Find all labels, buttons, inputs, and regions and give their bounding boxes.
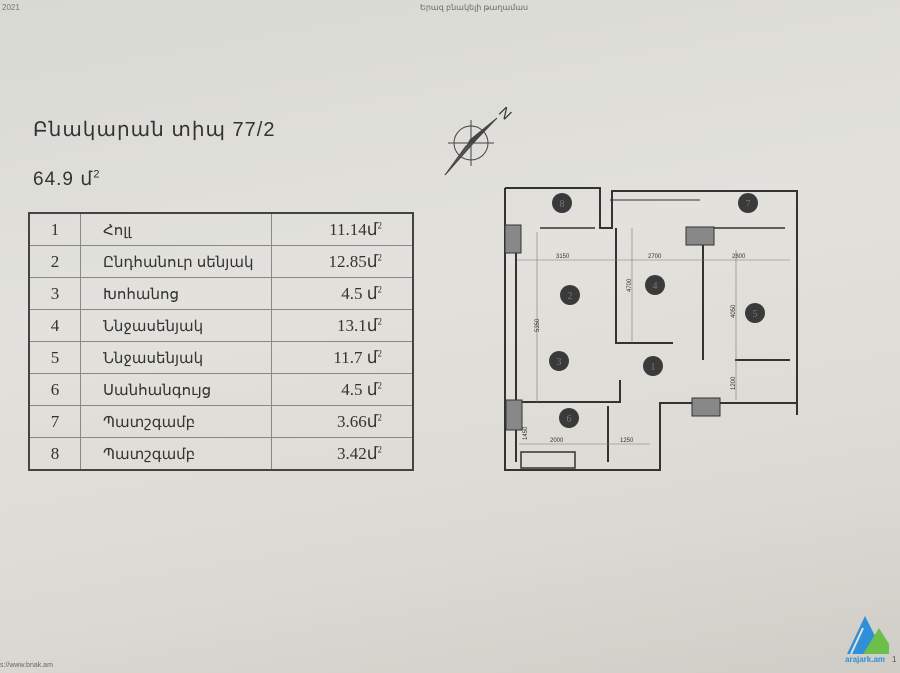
dim-1250: 1250 (620, 438, 634, 444)
table-row: 7 Պատշգամբ 3.66մ2 (28, 405, 414, 438)
room-marker-label: 2 (568, 291, 573, 302)
room-area-sup: 2 (377, 283, 383, 294)
compass-label: N (495, 104, 515, 124)
dim-4700: 4700 (627, 278, 633, 292)
room-area: 11.14մ2 (271, 212, 414, 246)
room-marker-4 (645, 275, 665, 295)
table-row: 4 Ննջասենյակ 13.1մ2 (28, 309, 414, 342)
room-area-value: 4.5 մ (341, 379, 378, 399)
room-area: 3.42մ2 (271, 437, 414, 471)
total-area: 64.9 մ2 (33, 168, 100, 191)
table-row: 1 Հոլլ 11.14մ2 (28, 212, 414, 246)
room-area: 11.7 մ2 (271, 341, 414, 374)
arajark-logo-icon (847, 616, 889, 655)
header-date: 2021 (2, 3, 20, 12)
room-area-sup: 2 (377, 315, 383, 326)
room-name: Ընդհանուր սենյակ (80, 245, 272, 278)
dim-3150: 3150 (556, 254, 570, 260)
dim-5350: 5350 (535, 318, 541, 332)
dim-2700: 2700 (648, 254, 662, 260)
room-marker-6 (559, 408, 579, 428)
room-marker-5 (745, 303, 765, 323)
room-markers: 1 2 3 4 5 6 7 8 (549, 193, 765, 428)
room-marker-label: 8 (560, 199, 565, 210)
room-area-sup: 2 (377, 411, 383, 422)
room-marker-1 (643, 356, 663, 376)
room-area: 4.5 մ2 (271, 277, 414, 310)
room-number: 2 (28, 245, 81, 278)
room-number: 6 (28, 373, 81, 406)
room-marker-label: 7 (746, 199, 751, 210)
room-area-value: 13.1մ (336, 315, 378, 335)
room-area-sup: 2 (377, 443, 383, 454)
room-name: Պատշգամբ (80, 405, 272, 438)
table-row: 5 Ննջասենյակ 11.7 մ2 (28, 341, 414, 374)
room-area-value: 3.66մ (336, 411, 378, 431)
room-number: 7 (28, 405, 81, 438)
total-area-value: 64.9 (33, 169, 74, 190)
room-marker-8 (552, 193, 572, 213)
room-marker-label: 3 (557, 357, 562, 368)
room-area: 4.5 մ2 (271, 373, 414, 406)
room-name: Ննջասենյակ (80, 309, 272, 342)
page-title: Բնակարան տիպ 77/2 (33, 119, 276, 141)
dim-1450: 1450 (523, 426, 529, 440)
plan-walls (504, 187, 798, 471)
room-number: 1 (28, 212, 81, 246)
table-row: 6 Սանհանգույց 4.5 մ2 (28, 373, 414, 406)
room-area-value: 11.7 մ (333, 347, 378, 367)
compass-icon (444, 117, 498, 176)
room-area-sup: 2 (377, 251, 383, 262)
dim-2800: 2800 (732, 254, 746, 260)
dim-2000: 2000 (550, 438, 564, 444)
header-project-title: Երազ բնակելի թաղամաս (420, 3, 529, 12)
room-name: Պատշգամբ (80, 437, 272, 471)
table-row: 2 Ընդհանուր սենյակ 12.85մ2 (28, 245, 414, 278)
table-row: 8 Պատշգամբ 3.42մ2 (28, 437, 414, 471)
room-number: 5 (28, 341, 81, 374)
room-marker-label: 6 (567, 414, 572, 425)
room-marker-2 (560, 285, 580, 305)
room-area: 12.85մ2 (271, 245, 414, 278)
room-area-sup: 2 (377, 219, 383, 230)
room-area-value: 3.42մ (336, 443, 378, 463)
page-number: 1 (892, 655, 897, 664)
total-area-unit: մ (80, 169, 94, 190)
room-area: 3.66մ2 (271, 405, 414, 438)
logo-text: arajark.am (845, 655, 886, 664)
dim-1200: 1200 (731, 376, 737, 390)
room-name: Ննջասենյակ (80, 341, 272, 374)
dim-4050: 4050 (731, 304, 737, 318)
room-marker-label: 5 (753, 309, 758, 320)
room-marker-7 (738, 193, 758, 213)
room-area-value: 11.14մ (329, 219, 378, 239)
footer-url: s://www.bnak.am (0, 662, 53, 669)
room-area-value: 4.5 մ (341, 283, 378, 303)
total-area-sup: 2 (93, 168, 101, 181)
room-area-value: 12.85մ (328, 251, 378, 271)
room-marker-3 (549, 351, 569, 371)
room-area-sup: 2 (377, 347, 383, 358)
room-marker-label: 1 (651, 362, 656, 373)
room-number: 3 (28, 277, 81, 310)
room-area-sup: 2 (377, 379, 383, 390)
wall-columns (504, 224, 721, 431)
dimension-lines (517, 228, 790, 445)
room-marker-label: 4 (653, 281, 658, 292)
dimension-labels: 3150 2700 2800 4700 5350 4050 1200 1450 … (523, 254, 746, 444)
room-area: 13.1մ2 (271, 309, 414, 342)
